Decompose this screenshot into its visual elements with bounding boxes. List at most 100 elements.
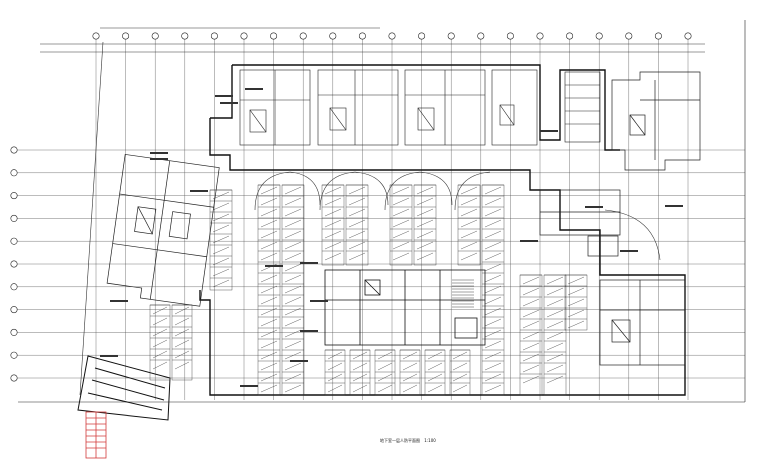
parking-stall-diagonal [284, 186, 302, 195]
row-bubble [10, 237, 18, 245]
parking-stall-diagonal [427, 351, 443, 360]
parking-stall-diagonal [152, 339, 168, 348]
column-bubble [566, 32, 574, 40]
column-bubble [299, 32, 307, 40]
parking-stall-diagonal [484, 230, 502, 239]
parking-stall-diagonal [522, 331, 540, 340]
parking-stall-diagonal [152, 328, 168, 337]
parking-stall-diagonal [152, 317, 168, 326]
parking-stall-diagonal [327, 373, 343, 382]
parking-stall-diagonal [460, 186, 478, 195]
ramp-hatch [452, 279, 474, 308]
parking-stall-diagonal [484, 362, 502, 371]
parking-stall-diagonal [377, 362, 393, 371]
east-core [599, 279, 686, 366]
parking-stall-diagonal [284, 340, 302, 349]
parking-stall-diagonal [402, 373, 418, 382]
parking-stall-diagonal [427, 384, 443, 393]
parking-stall-diagonal [327, 362, 343, 371]
parking-stall-diagonal [260, 373, 278, 382]
parking-stall-diagonal [260, 285, 278, 294]
column-bubble [210, 32, 218, 40]
parking-band [399, 349, 421, 396]
row-bubble [10, 374, 18, 382]
parking-stall-diagonal [567, 298, 585, 307]
parking-stall-diagonal [460, 241, 478, 250]
parking-stall-diagonal [174, 328, 190, 337]
parking-stall-diagonal [324, 219, 342, 228]
parking-stall-diagonal [452, 373, 468, 382]
parking-stall-diagonal [348, 219, 366, 228]
parking-stall-diagonal [484, 307, 502, 316]
parking-stall-diagonal [348, 186, 366, 195]
parking-stall-diagonal [324, 230, 342, 239]
equipment-rooms [564, 71, 601, 143]
parking-stall-diagonal [260, 362, 278, 371]
drawing-title-text: 地下室一层人防平面图 [380, 438, 420, 443]
annotation-mark [620, 250, 638, 252]
parking-stall-diagonal [324, 208, 342, 217]
column-bubble [329, 32, 337, 40]
column-bubble [270, 32, 278, 40]
parking-stall-diagonal [546, 375, 564, 384]
annotation-mark [190, 190, 208, 192]
parking-stall-diagonal [152, 361, 168, 370]
parking-stall-diagonal [212, 235, 230, 244]
parking-stall-diagonal [416, 252, 434, 261]
parking-stall-diagonal [260, 219, 278, 228]
parking-stall-diagonal [174, 361, 190, 370]
parking-stall-diagonal [484, 208, 502, 217]
top-dimension-lines [40, 27, 705, 53]
parking-band [209, 189, 233, 291]
parking-stall-diagonal [392, 186, 410, 195]
northeast-building [611, 71, 701, 171]
parking-stall-diagonal [260, 197, 278, 206]
drawing-title: 地下室一层人防平面图 1:100 [380, 438, 436, 448]
drawing-annotations [100, 88, 683, 387]
parking-stall-diagonal [324, 241, 342, 250]
parking-stall-diagonal [260, 340, 278, 349]
parking-stall-diagonal [484, 329, 502, 338]
column-bubble [92, 32, 100, 40]
parking-stall-diagonal [352, 373, 368, 382]
drawing-scale: 1:100 [424, 438, 436, 443]
parking-stall-diagonal [567, 276, 585, 285]
parking-stall-diagonal [460, 219, 478, 228]
column-bubble [536, 32, 544, 40]
parking-stall-diagonal [260, 230, 278, 239]
column-bubble [684, 32, 692, 40]
parking-stall-diagonal [546, 331, 564, 340]
annotation-mark [585, 206, 603, 208]
parking-stall-diagonal [284, 285, 302, 294]
parking-stall-diagonal [260, 329, 278, 338]
annotation-mark [300, 330, 318, 332]
parking-stall-diagonal [352, 384, 368, 393]
parking-stall-diagonal [484, 274, 502, 283]
annotation-mark [300, 262, 318, 264]
parking-stall-diagonal [452, 362, 468, 371]
parking-band [449, 349, 471, 396]
parking-stall-diagonal [522, 276, 540, 285]
parking-stall-diagonal [324, 197, 342, 206]
parking-stall-diagonal [284, 274, 302, 283]
annotation-mark [110, 300, 128, 302]
column-bubble [122, 32, 130, 40]
parking-stall-diagonal [260, 351, 278, 360]
parking-stall-diagonal [484, 373, 502, 382]
parking-stall-diagonal [546, 276, 564, 285]
parking-stall-diagonal [260, 241, 278, 250]
parking-stall-diagonal [212, 213, 230, 222]
parking-stall-diagonal [460, 230, 478, 239]
parking-stall-diagonal [260, 296, 278, 305]
column-bubble [358, 32, 366, 40]
parking-stall-diagonal [546, 353, 564, 362]
parking-stall-diagonal [392, 252, 410, 261]
parking-stall-diagonal [567, 287, 585, 296]
row-axis-bubbles [10, 146, 18, 382]
parking-band [349, 349, 371, 396]
column-bubble [151, 32, 159, 40]
parking-stall-diagonal [260, 186, 278, 195]
column-bubble [240, 32, 248, 40]
parking-stall-diagonal [546, 342, 564, 351]
southwest-building [77, 355, 171, 421]
